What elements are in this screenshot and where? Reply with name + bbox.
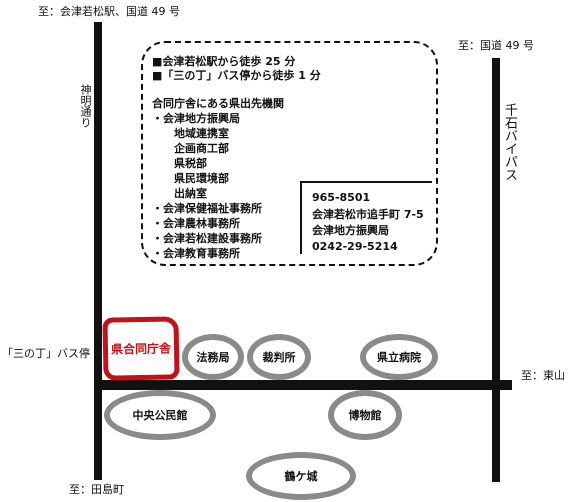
courthouse-label: 裁判所 <box>262 350 296 364</box>
contact-divider-top <box>300 181 432 183</box>
office-item: ・会津地方振興局 <box>152 112 240 125</box>
legal-affairs-label: 法務局 <box>196 350 230 364</box>
contact-postal: 965-8501 <box>312 191 371 204</box>
bypass-road <box>492 58 500 482</box>
legal-affairs-bureau: 法務局 <box>182 334 244 380</box>
bus-stop-label: 「三の丁」バス停 <box>2 347 90 360</box>
contact-divider-left <box>300 181 302 254</box>
museum-label: 博物館 <box>348 408 382 422</box>
bypass-road-label: 千石バイパス <box>502 103 517 181</box>
contact-phone: 0242-29-5214 <box>312 240 398 253</box>
office-subitem: 出納室 <box>174 187 207 200</box>
museum: 博物館 <box>328 390 402 440</box>
office-item: ・会津若松建設事務所 <box>152 232 262 245</box>
direction-east: 至：東山 <box>521 369 565 382</box>
info-box <box>141 41 438 266</box>
shinmei-road-label: 神明通り <box>79 84 92 128</box>
office-item: ・会津保健福祉事務所 <box>152 202 262 215</box>
main-street <box>94 380 512 390</box>
prefectural-hospital: 県立病院 <box>360 334 438 380</box>
hospital-label: 県立病院 <box>377 350 421 364</box>
direction-top-left: 至：会津若松駅、国道 49 号 <box>38 5 180 18</box>
direction-bottom-left: 至：田島町 <box>69 483 124 496</box>
access-station: ■会津若松駅から徒歩 25 分 <box>152 55 296 68</box>
office-item: ・会津農林事務所 <box>152 217 240 230</box>
tsuruga-castle: 鶴ケ城 <box>246 452 356 500</box>
castle-label: 鶴ケ城 <box>284 469 318 483</box>
office-subitem: 県税部 <box>174 157 207 170</box>
office-subitem: 企画商工部 <box>174 142 229 155</box>
contact-address: 会津若松市追手町 7-5 <box>312 208 424 221</box>
direction-top-right: 至：国道 49 号 <box>458 39 534 52</box>
shinmei-road <box>94 22 102 480</box>
community-center: 中央公民館 <box>104 390 216 440</box>
main-building-marker: 県合同庁舎 <box>102 316 180 381</box>
courthouse: 裁判所 <box>247 334 311 380</box>
main-building-label: 県合同庁舎 <box>110 340 172 357</box>
office-item: ・会津教育事務所 <box>152 247 240 260</box>
office-subitem: 県民環境部 <box>174 172 229 185</box>
offices-heading: 合同庁舎にある県出先機関 <box>152 97 284 110</box>
contact-org: 会津地方振興局 <box>312 224 389 237</box>
community-center-label: 中央公民館 <box>132 408 188 422</box>
office-subitem: 地域連携室 <box>174 127 229 140</box>
access-bus: ■「三の丁」バス停から徒歩 1 分 <box>152 69 321 82</box>
